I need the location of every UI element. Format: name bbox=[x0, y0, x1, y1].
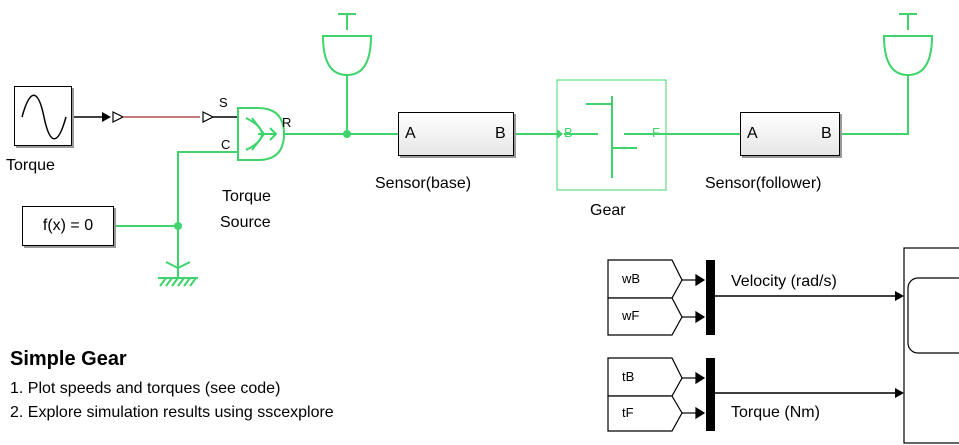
torque-source-icon bbox=[245, 117, 278, 151]
gear-label: Gear bbox=[590, 202, 626, 219]
junction-dot bbox=[174, 222, 182, 230]
signal-torque-line[interactable] bbox=[714, 388, 904, 398]
from-block-shapes bbox=[607, 259, 683, 432]
port-r-label: R bbox=[282, 115, 292, 130]
ps-input-arrow bbox=[202, 111, 215, 123]
sensor-follower-label: Sensor(follower) bbox=[705, 175, 822, 192]
mux-bar-velocity[interactable] bbox=[706, 260, 715, 335]
signal-velocity-label: Velocity (rad/s) bbox=[731, 273, 837, 290]
mechanical-reference-icon[interactable] bbox=[882, 13, 934, 77]
mechanical-reference-icon[interactable] bbox=[321, 13, 373, 77]
sensor-base-block[interactable]: A B bbox=[398, 112, 514, 156]
signal-velocity-line[interactable] bbox=[714, 291, 904, 301]
gear-icon bbox=[556, 79, 667, 191]
port-c-label: C bbox=[221, 137, 231, 152]
model-title: Simple Gear bbox=[10, 348, 127, 370]
from-tb-label: tB bbox=[622, 369, 635, 384]
torque-block-label: Torque bbox=[6, 157, 55, 174]
from-tf-label: tF bbox=[622, 405, 634, 420]
sine-wave-block[interactable] bbox=[14, 86, 72, 146]
torque-source-label-line2: Source bbox=[220, 214, 271, 231]
note-item-2[interactable]: 2. Explore simulation results using ssce… bbox=[10, 404, 334, 421]
gear-port-b-arrow bbox=[557, 129, 563, 139]
from-wb-label: wB bbox=[622, 271, 641, 286]
connection-sensor-follower-to-reference[interactable] bbox=[840, 75, 909, 135]
scope-block[interactable] bbox=[903, 247, 959, 444]
sensor-base-port-a: A bbox=[405, 125, 416, 142]
sensor-follower-port-b: B bbox=[821, 125, 832, 142]
signal-sine-to-converter[interactable] bbox=[72, 111, 125, 123]
ground-icon[interactable] bbox=[158, 256, 198, 287]
sensor-base-port-b: B bbox=[495, 125, 506, 142]
from-wf-label: wF bbox=[622, 308, 640, 323]
torque-source-label-line1: Torque bbox=[222, 188, 271, 205]
sensor-follower-port-a: A bbox=[747, 125, 758, 142]
connection-c-port[interactable] bbox=[177, 151, 238, 256]
gear-port-b-label: B bbox=[564, 125, 573, 140]
signal-torque-label: Torque (Nm) bbox=[731, 404, 820, 421]
port-s-label: S bbox=[219, 95, 228, 110]
physical-connections bbox=[114, 75, 909, 256]
sensor-base-label: Sensor(base) bbox=[375, 175, 472, 192]
constant-block[interactable]: f(x) = 0 bbox=[22, 206, 114, 246]
mux-bar-torque[interactable] bbox=[706, 358, 715, 431]
sine-wave-icon bbox=[21, 94, 67, 140]
gear-port-f-label: F bbox=[652, 125, 660, 140]
sensor-follower-block[interactable]: A B bbox=[740, 112, 840, 156]
note-item-1[interactable]: 1. Plot speeds and torques (see code) bbox=[10, 380, 281, 397]
junction-dot bbox=[343, 130, 351, 138]
